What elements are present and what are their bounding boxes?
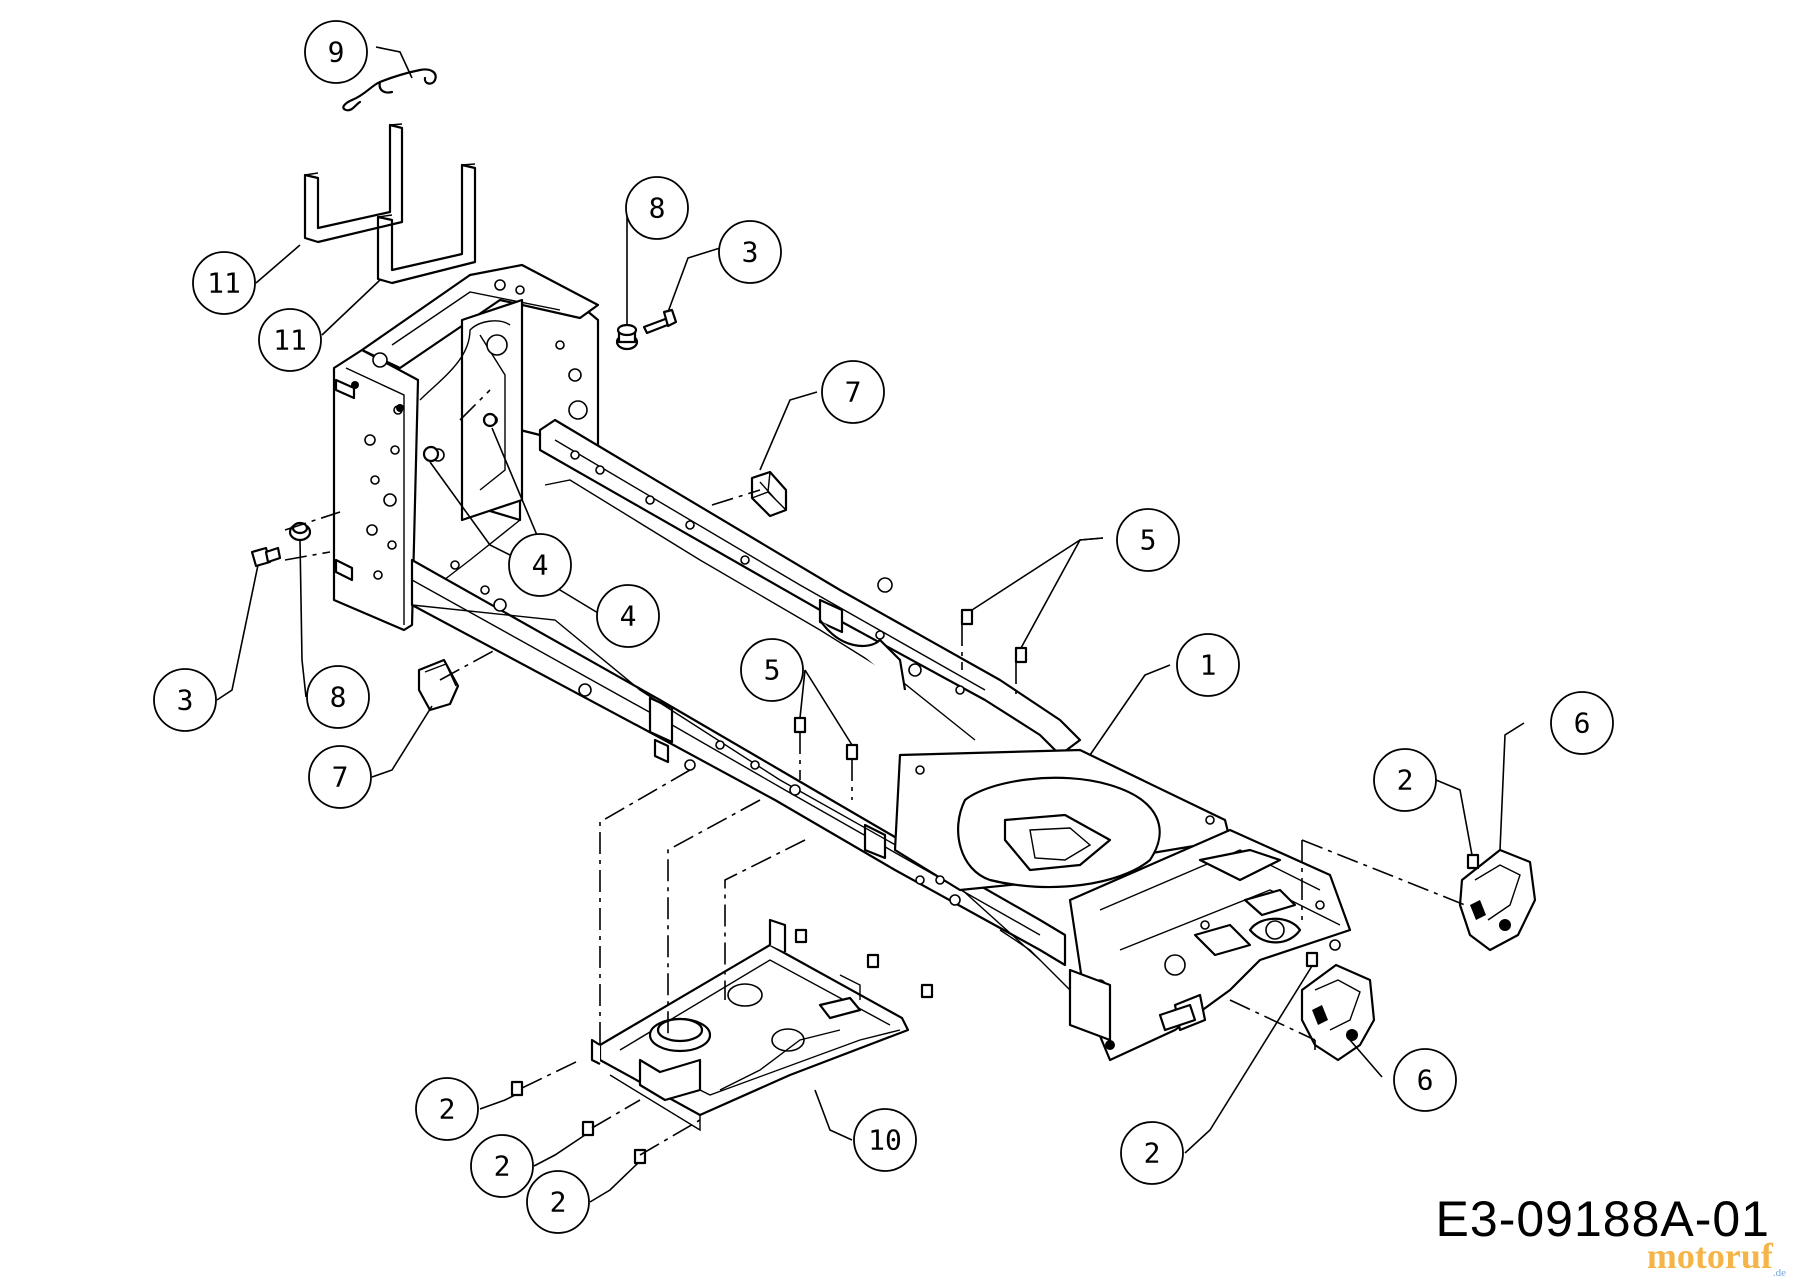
- callout-2-cover-c: 2: [526, 1170, 590, 1234]
- watermark-text: motoruf: [1646, 1236, 1773, 1276]
- callout-label: 9: [328, 36, 345, 69]
- callout-2-cover-a: 2: [415, 1077, 479, 1141]
- callout-label: 2: [1144, 1137, 1161, 1170]
- callout-2-cover-b: 2: [470, 1134, 534, 1198]
- frame-rear-deck: [893, 748, 1232, 892]
- callout-9: 9: [304, 20, 368, 84]
- callout-4-a: 4: [508, 533, 572, 597]
- watermark-suffix: .de: [1772, 1267, 1786, 1279]
- callout-1: 1: [1176, 633, 1240, 697]
- callout-label: 6: [1417, 1064, 1434, 1097]
- callout-label: 1: [1200, 649, 1217, 682]
- part-6-bracket-right: [1458, 848, 1537, 952]
- part-6-bracket-left: [1300, 963, 1376, 1062]
- callout-label: 4: [532, 549, 549, 582]
- callout-3-left: 3: [153, 668, 217, 732]
- assembly-lines: [284, 389, 1466, 1156]
- callout-5-left: 5: [740, 638, 804, 702]
- callout-3-top: 3: [718, 220, 782, 284]
- fasteners: [250, 412, 1480, 1165]
- part-10-cover-plate: [590, 918, 910, 1132]
- watermark-logo: motoruf.de: [1647, 1235, 1786, 1279]
- callout-2-right: 2: [1373, 748, 1437, 812]
- callout-label: 5: [1140, 524, 1157, 557]
- callout-label: 5: [764, 654, 781, 687]
- callout-2-rear: 2: [1120, 1121, 1184, 1185]
- callout-6-right: 6: [1550, 691, 1614, 755]
- callout-label: 8: [330, 681, 347, 714]
- diagram-code: E3-09188A-01: [1435, 1191, 1770, 1247]
- leader-lines: [216, 46, 1525, 1203]
- callout-8-top: 8: [625, 176, 689, 240]
- callout-label: 8: [649, 192, 666, 225]
- callout-label: 11: [273, 324, 307, 357]
- callout-7-top: 7: [821, 360, 885, 424]
- part-9-wire-clip: [342, 68, 437, 112]
- callout-10: 10: [853, 1108, 917, 1172]
- callout-label: 6: [1574, 707, 1591, 740]
- callout-label: 2: [439, 1093, 456, 1126]
- callout-11-b: 11: [258, 308, 322, 372]
- callout-5-right: 5: [1116, 508, 1180, 572]
- callout-label: 7: [332, 761, 349, 794]
- callout-label: 2: [1397, 764, 1414, 797]
- part-8-bushing-top: [615, 323, 639, 351]
- part-7-pad-top: [750, 470, 788, 518]
- callout-11-a: 11: [192, 251, 256, 315]
- callout-label: 2: [550, 1186, 567, 1219]
- callout-7-left: 7: [308, 745, 372, 809]
- callout-8-left: 8: [306, 665, 370, 729]
- callout-4-b: 4: [596, 584, 660, 648]
- part-11-u-bracket-2: [376, 163, 477, 285]
- callout-label: 11: [207, 267, 241, 300]
- part-11-u-bracket-1: [303, 123, 404, 244]
- callout-label: 2: [494, 1150, 511, 1183]
- callout-label: 7: [845, 376, 862, 409]
- part-3-bolt-top: [642, 308, 678, 335]
- callout-label: 3: [742, 236, 759, 269]
- callout-label: 4: [620, 600, 637, 633]
- callout-6-left: 6: [1393, 1048, 1457, 1112]
- callout-label: 3: [177, 684, 194, 717]
- frame-rear-section: [1068, 828, 1352, 1062]
- callout-label: 10: [868, 1124, 902, 1157]
- frame-main-rails: [410, 418, 1121, 1001]
